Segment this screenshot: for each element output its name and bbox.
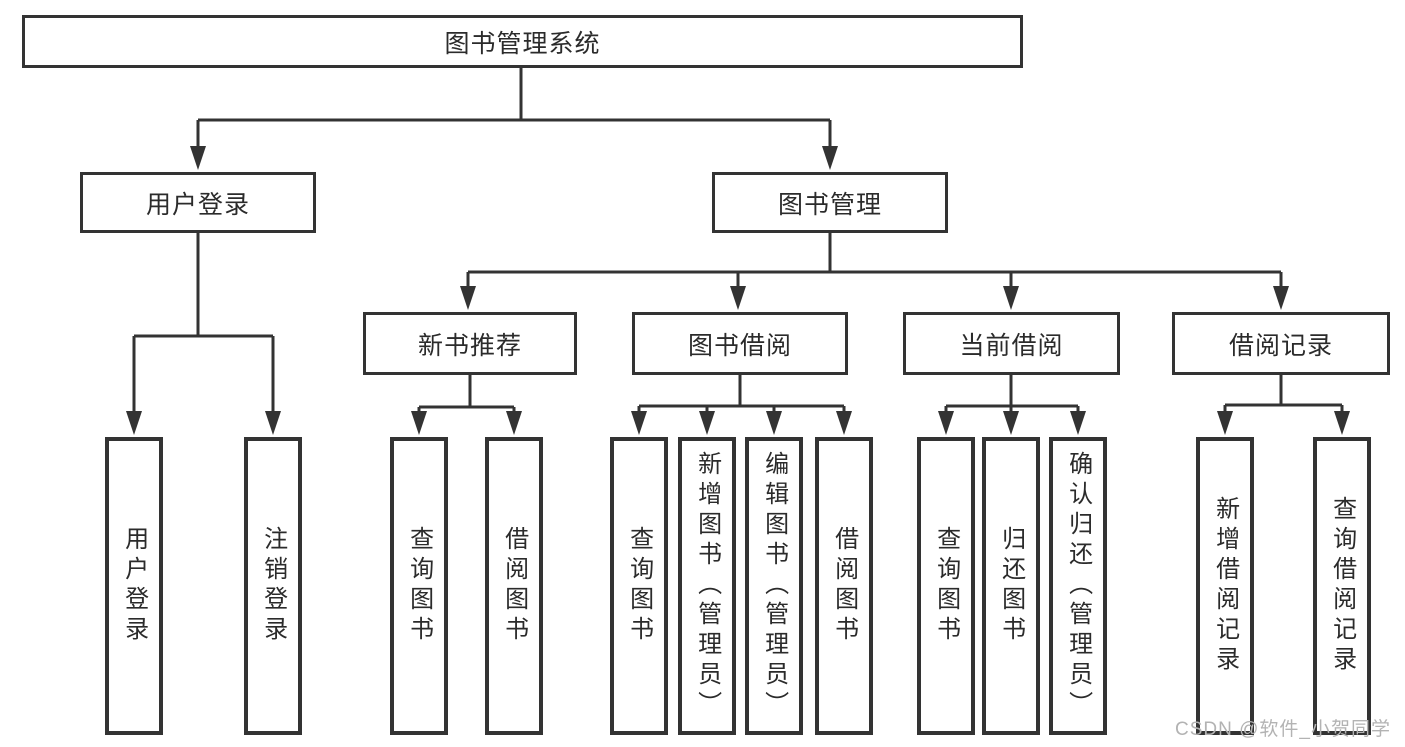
- leaf-return-book: 归还图书: [982, 437, 1040, 735]
- node-new-book-recommend: 新书推荐: [363, 312, 577, 375]
- leaf-query-books-current: 查询图书: [917, 437, 975, 735]
- node-book-borrow-label: 图书借阅: [687, 331, 792, 360]
- node-borrow-records-label: 借阅记录: [1228, 331, 1333, 360]
- leaf-confirm-return-admin: 确认归还（管理员）: [1049, 437, 1107, 735]
- leaf-add-book-admin-label: 新增图书（管理员）: [693, 451, 721, 721]
- leaf-add-borrow-record: 新增借阅记录: [1196, 437, 1254, 735]
- node-new-book-recommend-label: 新书推荐: [417, 331, 522, 360]
- node-user-login: 用户登录: [80, 172, 316, 233]
- leaf-edit-book-admin-label: 编辑图书（管理员）: [760, 451, 788, 721]
- connector-current-to-leaves: [944, 375, 1080, 412]
- arrowheads: [126, 146, 1350, 435]
- node-current-borrow: 当前借阅: [903, 312, 1120, 375]
- node-book-management-label: 图书管理: [777, 190, 882, 219]
- leaf-edit-book-admin: 编辑图书（管理员）: [745, 437, 803, 735]
- node-book-borrow: 图书借阅: [632, 312, 848, 375]
- connector-recommend-to-leaves: [417, 375, 516, 412]
- leaf-query-books-borrow-label: 查询图书: [625, 526, 653, 646]
- leaf-query-books-recommend: 查询图书: [390, 437, 448, 735]
- leaf-query-borrow-record-label: 查询借阅记录: [1328, 496, 1356, 676]
- connector-bookmgmt-to-level3: [466, 233, 1283, 288]
- leaf-logout-label: 注销登录: [259, 526, 287, 646]
- node-user-login-label: 用户登录: [145, 190, 250, 219]
- leaf-add-book-admin: 新增图书（管理员）: [678, 437, 736, 735]
- leaf-confirm-return-admin-label: 确认归还（管理员）: [1064, 451, 1092, 721]
- leaf-query-borrow-record: 查询借阅记录: [1313, 437, 1371, 735]
- leaf-add-borrow-record-label: 新增借阅记录: [1211, 496, 1239, 676]
- leaf-borrow-books-recommend: 借阅图书: [485, 437, 543, 735]
- connector-userlogin-to-leaves: [132, 233, 275, 412]
- leaf-logout: 注销登录: [244, 437, 302, 735]
- csdn-watermark: CSDN @软件_小贺同学: [1175, 719, 1391, 740]
- leaf-borrow-books: 借阅图书: [815, 437, 873, 735]
- leaf-borrow-books-recommend-label: 借阅图书: [500, 526, 528, 646]
- connector-root-to-level2: [196, 68, 832, 148]
- connector-records-to-leaves: [1223, 375, 1344, 412]
- node-root: 图书管理系统: [22, 15, 1023, 68]
- leaf-query-books-borrow: 查询图书: [610, 437, 668, 735]
- leaf-borrow-books-label: 借阅图书: [830, 526, 858, 646]
- node-root-label: 图书管理系统: [444, 29, 601, 58]
- leaf-return-book-label: 归还图书: [997, 526, 1025, 646]
- leaf-user-login: 用户登录: [105, 437, 163, 735]
- leaf-query-books-recommend-label: 查询图书: [405, 526, 433, 646]
- node-book-management: 图书管理: [712, 172, 948, 233]
- leaf-query-books-current-label: 查询图书: [932, 526, 960, 646]
- leaf-user-login-label: 用户登录: [120, 526, 148, 646]
- node-borrow-records: 借阅记录: [1172, 312, 1390, 375]
- node-current-borrow-label: 当前借阅: [959, 331, 1064, 360]
- connector-borrow-to-leaves: [637, 375, 846, 412]
